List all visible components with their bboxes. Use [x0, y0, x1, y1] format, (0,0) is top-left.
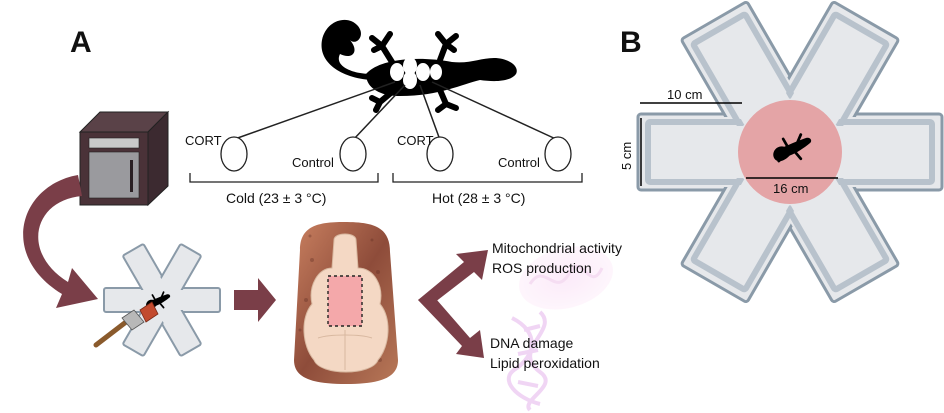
center-gecko-icon [773, 133, 812, 163]
outcome-lipid-peroxidation: Lipid peroxidation [490, 355, 600, 371]
dna-icon [506, 310, 548, 412]
outcome-mitochondrial-activity: Mitochondrial activity [492, 240, 622, 256]
outcome-dna-damage: DNA damage [490, 335, 574, 351]
hot-treatment-label: Hot (28 ± 3 °C) [432, 190, 526, 206]
arrow-to-brain [234, 278, 276, 322]
outcome-arrows [418, 250, 488, 358]
hot-cort-label: CORT [397, 133, 434, 148]
egg-cold-cort [220, 136, 248, 172]
panel-label-b: B [620, 26, 642, 59]
paintbrush-icon [93, 301, 159, 348]
egg-cold-control [339, 136, 367, 172]
brain-icon [294, 222, 398, 384]
arm-width-label: 5 cm [619, 141, 634, 170]
brace-hot [392, 173, 583, 183]
egg-hot-cort [426, 136, 454, 172]
mitochondria-icon [518, 246, 614, 310]
brace-cold [189, 173, 379, 183]
incubator-icon [78, 110, 170, 207]
center-diameter-label: 16 cm [773, 181, 809, 196]
egg-hot-control [544, 136, 572, 172]
treatment-lines [231, 81, 559, 141]
hot-control-label: Control [498, 155, 540, 170]
cold-control-label: Control [292, 155, 334, 170]
gecko-icon [321, 19, 517, 113]
cold-treatment-label: Cold (23 ± 3 °C) [226, 190, 327, 206]
panel-label-a: A [70, 26, 92, 59]
outcome-ros-production: ROS production [492, 260, 592, 276]
cold-cort-label: CORT [185, 133, 222, 148]
arm-length-label: 10 cm [667, 87, 703, 102]
curved-arrow [23, 175, 98, 308]
